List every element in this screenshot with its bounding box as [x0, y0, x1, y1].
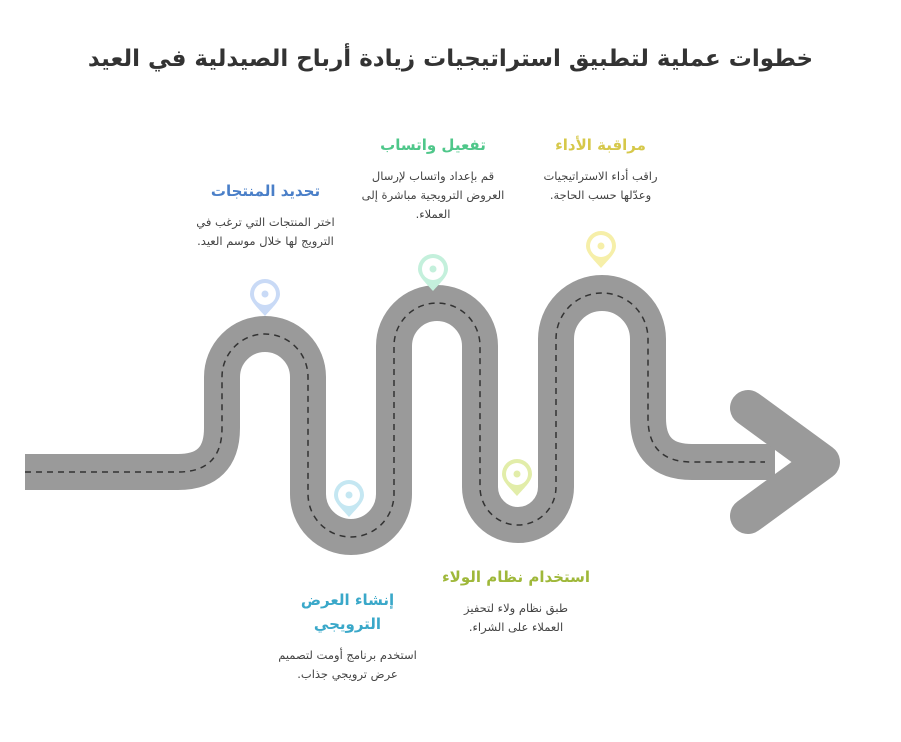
step-description: قم بإعداد واتساب لإرسال العروض الترويجية…: [361, 169, 505, 221]
step-2: إنشاء العرض الترويجي استخدم برنامج أومت …: [270, 588, 425, 684]
step-title: استخدام نظام الولاء: [442, 568, 590, 586]
road-arrow-head: [730, 390, 840, 534]
location-pin-icon-1: [250, 279, 280, 316]
location-pin-icon-5: [586, 231, 616, 268]
step-title: إنشاء العرض الترويجي: [300, 591, 395, 633]
location-pin-icon-3: [418, 254, 448, 291]
step-1: تحديد المنتجات اختر المنتجات التي ترغب ف…: [188, 179, 343, 251]
road-dashed-line: [25, 292, 765, 538]
step-description: استخدم برنامج أومت لتصميم عرض ترويجي جذا…: [278, 648, 417, 681]
step-title: تفعيل واتساب: [380, 136, 486, 154]
step-3: تفعيل واتساب قم بإعداد واتساب لإرسال الع…: [358, 133, 508, 224]
step-title: مراقبة الأداء: [555, 136, 646, 154]
step-description: اختر المنتجات التي ترغب في الترويج لها خ…: [196, 215, 335, 248]
page-title: خطوات عملية لتطبيق استراتيجيات زيادة أرب…: [87, 46, 814, 72]
step-title: تحديد المنتجات: [210, 182, 321, 200]
step-description: طبق نظام ولاء لتحفيز العملاء على الشراء.: [464, 601, 568, 634]
step-5: مراقبة الأداء راقب أداء الاستراتيجيات وع…: [528, 133, 673, 205]
location-pin-icon-4: [502, 459, 532, 496]
step-description: راقب أداء الاستراتيجيات وعدّلها حسب الحا…: [543, 169, 658, 202]
location-pin-icon-2: [334, 480, 364, 517]
step-4: استخدام نظام الولاء طبق نظام ولاء لتحفيز…: [436, 565, 596, 637]
road: [25, 275, 775, 555]
